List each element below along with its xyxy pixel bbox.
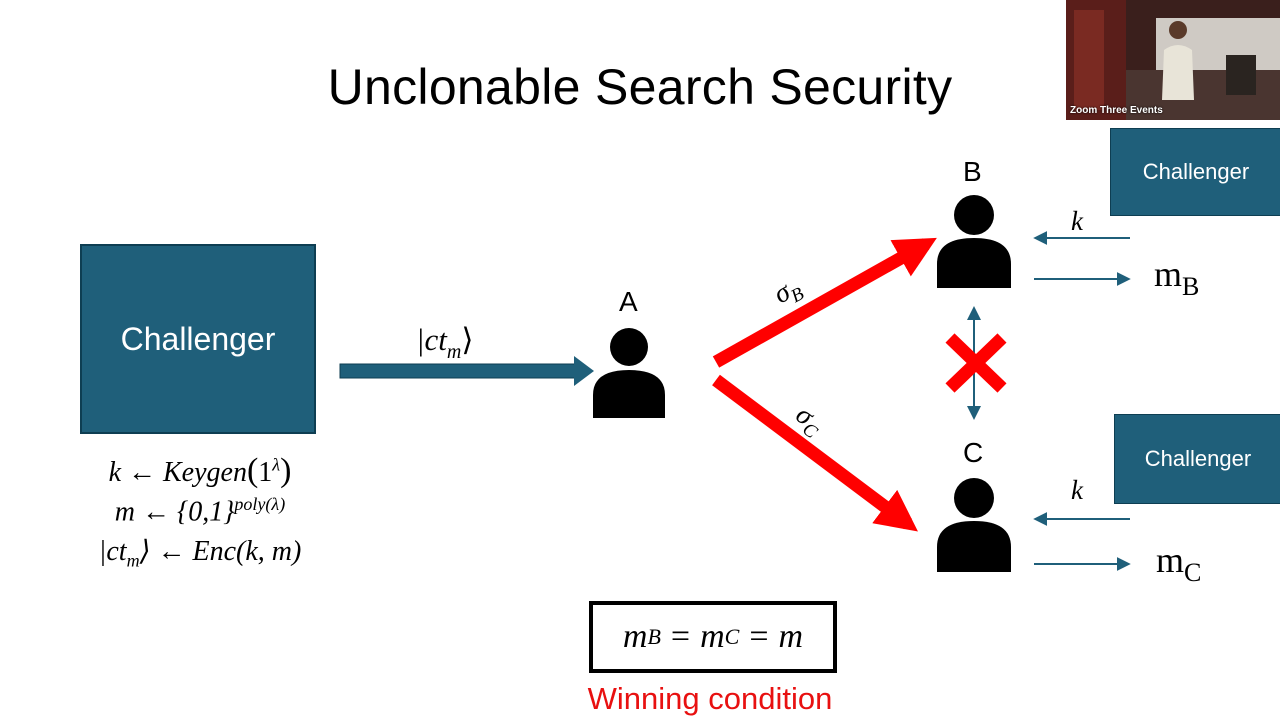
setup-encrypt: |ctm⟩ ← Enc(k, m) bbox=[98, 536, 302, 571]
slide-title: Unclonable Search Security bbox=[327, 59, 953, 115]
red-arrow-to-c bbox=[712, 374, 918, 532]
ciphertext-arrow bbox=[339, 356, 594, 386]
ciphertext-label: |ctm⟩ bbox=[416, 322, 473, 363]
challenger-box-c: Challenger bbox=[1114, 414, 1280, 504]
output-label-b: mB bbox=[1154, 254, 1199, 301]
setup-keygen: k ← Keygen(1λ) bbox=[108, 452, 292, 489]
person-c-icon bbox=[937, 478, 1011, 572]
challenger-b-label: Challenger bbox=[1142, 159, 1250, 184]
challenger-box-b: Challenger bbox=[1110, 128, 1280, 216]
challenger-main-label: Challenger bbox=[120, 320, 276, 357]
party-a-label: A bbox=[619, 286, 638, 317]
party-b-label: B bbox=[963, 156, 982, 187]
challenger-box-main: Challenger bbox=[80, 244, 316, 434]
red-arrow-to-b bbox=[712, 237, 937, 368]
speaker-video-frame bbox=[1066, 0, 1280, 120]
cross-icon bbox=[945, 333, 1007, 393]
challenger-c-label: Challenger bbox=[1144, 446, 1252, 471]
key-label-c: k bbox=[1071, 475, 1084, 505]
key-label-b: k bbox=[1071, 206, 1084, 236]
video-label: Zoom Three Events bbox=[1070, 105, 1163, 116]
speaker-video-thumbnail[interactable]: Zoom Three Events bbox=[1066, 0, 1280, 120]
party-c-label: C bbox=[963, 437, 984, 468]
winning-condition-caption: Winning condition bbox=[587, 681, 833, 716]
person-a-icon bbox=[593, 328, 665, 418]
person-b-icon bbox=[937, 195, 1011, 288]
output-label-c: mC bbox=[1156, 540, 1201, 587]
setup-message: m ← {0,1}poly(λ) bbox=[114, 494, 286, 528]
